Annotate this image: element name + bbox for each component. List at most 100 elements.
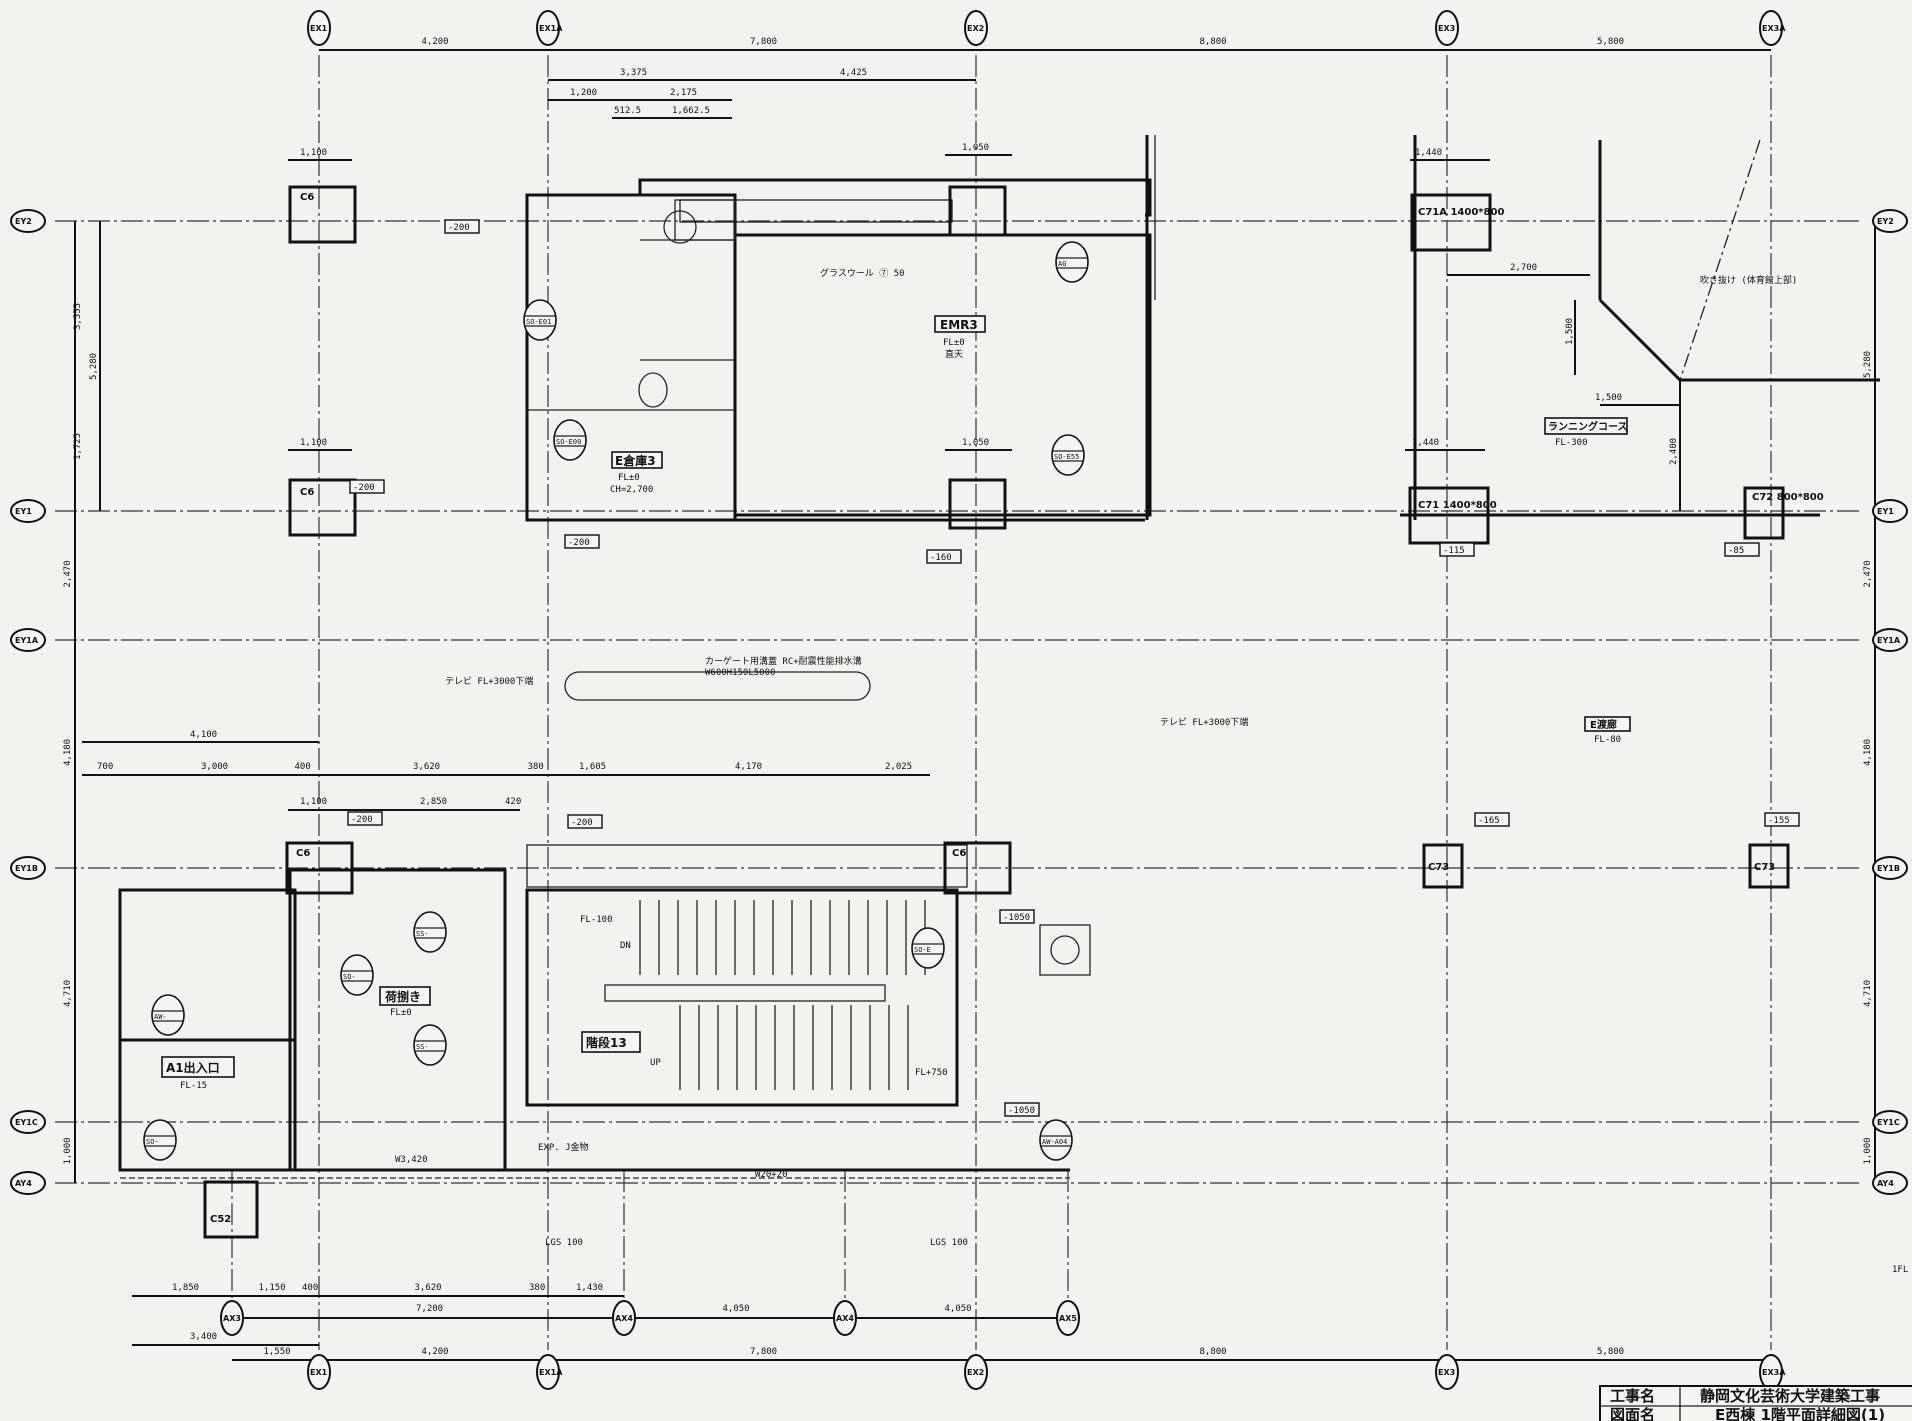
grid-bubble-label: EX3 <box>1438 24 1455 33</box>
grid-bubble <box>307 10 331 46</box>
column-c6 <box>288 185 357 244</box>
grid-bubble-label: EY1C <box>15 1118 38 1127</box>
room-label-box <box>1544 417 1628 435</box>
grid-bubble <box>1435 1354 1459 1390</box>
project-name: 静岡文化芸術大学建築工事 <box>1700 1387 1880 1405</box>
floor-label: 1FL <box>1892 1265 1908 1275</box>
stair-landing-beam <box>604 984 886 1002</box>
door-tag-label: SS- <box>416 930 429 938</box>
grid-bubble <box>1872 1171 1908 1195</box>
grid-bubble-label: AY4 <box>15 1179 32 1188</box>
dimension-label: 420 <box>505 797 521 807</box>
door-tag <box>413 1024 447 1066</box>
grid-bubble-label: AX3 <box>223 1314 241 1323</box>
stair-direction-down: DN <box>620 941 631 951</box>
dimension-label: 512.5 <box>614 106 641 116</box>
dimension-label: 4,180 <box>63 739 73 766</box>
grid-bubble-label: EY1A <box>15 636 39 645</box>
project-label: 工事名 <box>1610 1387 1655 1405</box>
dimension-label: 1,440 <box>1412 438 1439 448</box>
dimension-label: 1,500 <box>1565 318 1575 345</box>
dimension-label: 4,710 <box>1863 980 1873 1007</box>
grid-bubble <box>536 1354 560 1390</box>
dimension-label: 1,440 <box>1415 148 1442 158</box>
dimension-label: 1,150 <box>259 1283 286 1293</box>
dimension-label: 1,500 <box>1595 393 1622 403</box>
dimension-label: 1,000 <box>1863 1137 1873 1164</box>
column-label: C6 <box>300 192 314 203</box>
grid-bubble <box>1872 209 1908 233</box>
grid-bubble <box>10 1110 46 1134</box>
column-label: C73 <box>1428 862 1449 873</box>
room-name: A1出入口 <box>166 1060 220 1075</box>
door-tag <box>911 927 945 969</box>
top-wall <box>638 178 1152 217</box>
room-label-box <box>1584 716 1631 732</box>
room-label-box <box>581 1031 641 1053</box>
grid-bubble <box>536 10 560 46</box>
grid-bubble-label: EY2 <box>1877 217 1894 226</box>
level-tag <box>347 811 383 826</box>
grid-bubble-label: AX4 <box>615 1314 633 1323</box>
room-floor-level: FL-80 <box>1594 735 1621 745</box>
stair-direction-up: UP <box>650 1058 661 1068</box>
trench-drain <box>564 671 871 701</box>
grid-bubble-label: EX1A <box>539 1368 563 1377</box>
column-c6 <box>948 478 1007 530</box>
column-c6 <box>285 841 354 895</box>
grid-bubble-label: EY1 <box>1877 507 1894 516</box>
door-tag-label: SO-E01 <box>526 318 551 326</box>
grid-bubble <box>1435 10 1459 46</box>
dimension-label: 2,470 <box>63 560 73 587</box>
dimension-label: 4,180 <box>1863 739 1873 766</box>
door-tag-label: SO- <box>343 973 356 981</box>
room-floor-level: FL±0 <box>618 473 640 483</box>
door-tag-label: SO- <box>146 1138 159 1146</box>
door-tag <box>413 911 447 953</box>
grid-bubble-label: EX1A <box>539 24 563 33</box>
grid-bubble-label: EY1B <box>15 864 38 873</box>
room-label-box <box>379 986 431 1006</box>
column-label: C73 <box>1754 862 1775 873</box>
annotation: LGS 100 <box>545 1238 583 1248</box>
dimension-label: 5,280 <box>89 353 99 380</box>
door-tag <box>1039 1119 1073 1161</box>
grid-bubble <box>10 209 46 233</box>
grid-bubble <box>1056 1300 1080 1336</box>
grid-bubble-label: EX2 <box>967 1368 984 1377</box>
dimension-label: 7,800 <box>750 37 777 47</box>
room-name: E倉庫3 <box>615 453 656 468</box>
door-tag <box>143 1119 177 1161</box>
annotation: 吹き抜け (体育館上部) <box>1700 274 1797 286</box>
door-tag-label: AW-A04 <box>1042 1138 1067 1146</box>
room-floor-level: FL-300 <box>1555 438 1588 448</box>
grid-bubble-label: EY1C <box>1877 1118 1900 1127</box>
drawing-label: 図面名 <box>1610 1406 1655 1421</box>
room-floor-level: FL-100 <box>580 915 613 925</box>
dimension-label: 3,620 <box>415 1283 442 1293</box>
room-name: ランニングコース <box>1548 420 1628 433</box>
grid-bubble-label: AX5 <box>1059 1314 1077 1323</box>
door-tag-label: AW- <box>154 1013 167 1021</box>
dimension-label: 2,400 <box>1669 438 1679 465</box>
running-course-edge <box>1598 298 1880 382</box>
column-c73 <box>1422 843 1464 889</box>
dimension-label: 4,200 <box>422 37 449 47</box>
door-tag <box>151 994 185 1036</box>
dimension-label: 2,470 <box>1863 560 1873 587</box>
column-c6 <box>943 841 1012 895</box>
dimension-label: 3,400 <box>190 1332 217 1342</box>
toilet-fixture-icon <box>663 210 697 244</box>
level-tags: -200-200-200-200-200-160-115-85-165-155-… <box>347 219 1800 1117</box>
door-tags: SO-E01SO-E00AGSO-E55SS-SS-SO-AW-SO-AW-A0… <box>143 241 1089 1161</box>
dimension-label: 7,800 <box>750 1347 777 1357</box>
dimension-label: 1,725 <box>73 433 83 460</box>
grid-bubble-label: EX3A <box>1762 24 1786 33</box>
grid-lines <box>55 55 1860 1350</box>
loading-wall <box>288 868 507 1172</box>
room-name: 階段13 <box>586 1035 627 1050</box>
dimension-label: 3,000 <box>201 762 228 772</box>
drain-icon <box>1050 935 1080 965</box>
